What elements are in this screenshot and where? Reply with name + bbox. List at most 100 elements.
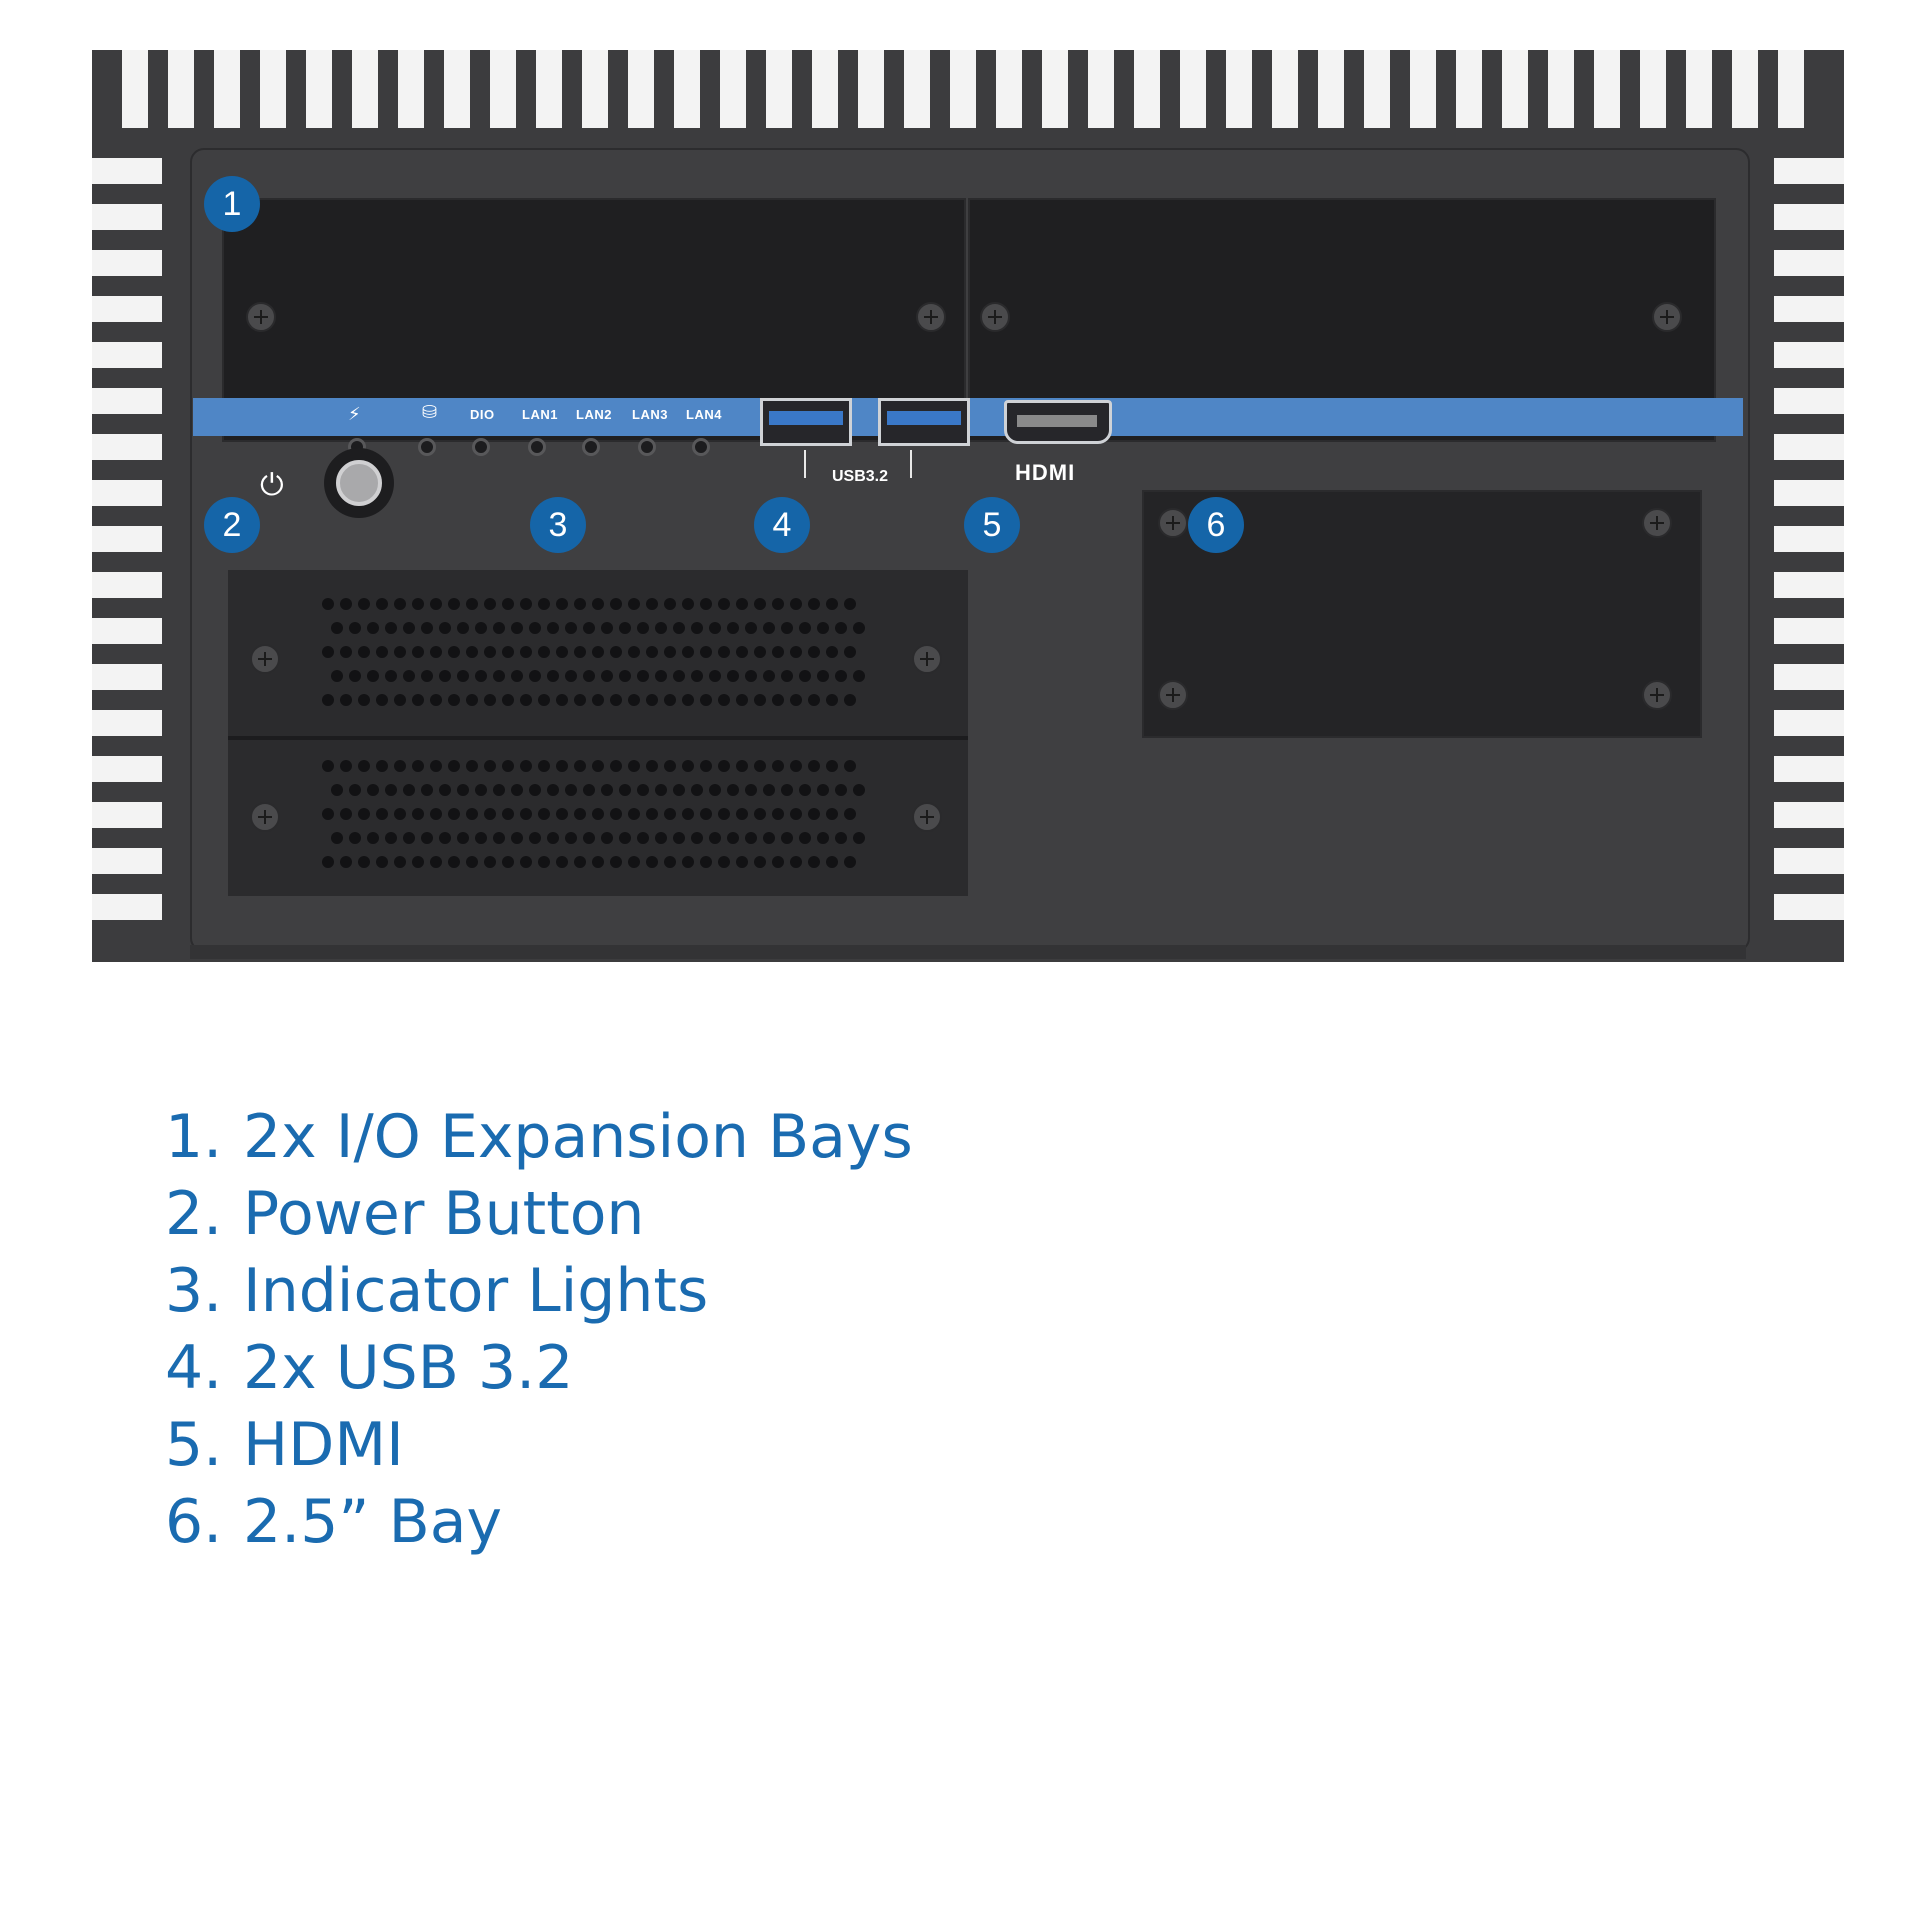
vent-hole xyxy=(430,646,442,658)
vent-hole xyxy=(790,646,802,658)
vent-hole xyxy=(790,694,802,706)
vent-hole xyxy=(466,760,478,772)
vent-hole xyxy=(835,622,847,634)
power-button xyxy=(336,460,382,506)
vent-hole xyxy=(655,622,667,634)
legend-number: 5. xyxy=(165,1409,223,1480)
vent-hole xyxy=(520,856,532,868)
vent-hole xyxy=(466,694,478,706)
vent-hole xyxy=(412,808,424,820)
vent-hole xyxy=(844,646,856,658)
vent-hole xyxy=(718,598,730,610)
vent-hole xyxy=(799,784,811,796)
vent-hole xyxy=(709,832,721,844)
vent-hole xyxy=(709,622,721,634)
vent-hole xyxy=(475,670,487,682)
heatsink-fin xyxy=(766,50,792,128)
vent-hole xyxy=(574,760,586,772)
vent-hole xyxy=(646,856,658,868)
heatsink-fin xyxy=(1456,50,1482,128)
vent-hole xyxy=(340,646,352,658)
vent-hole xyxy=(574,694,586,706)
heatsink-fin xyxy=(92,204,162,230)
vent-hole xyxy=(637,832,649,844)
heatsink-fin xyxy=(1778,50,1804,128)
usb-bracket xyxy=(910,450,912,478)
callout-badge-2: 2 xyxy=(204,497,260,553)
legend-item: 1. 2x I/O Expansion Bays xyxy=(165,1098,913,1175)
vent-hole xyxy=(556,694,568,706)
heatsink-fin xyxy=(1134,50,1160,128)
vent-hole xyxy=(538,694,550,706)
vent-hole xyxy=(727,670,739,682)
vent-hole xyxy=(592,694,604,706)
vent-hole xyxy=(718,646,730,658)
vent-hole xyxy=(502,694,514,706)
heatsink-fin xyxy=(444,50,470,128)
heatsink-fin xyxy=(306,50,332,128)
heatsink-fin xyxy=(490,50,516,128)
vent-hole xyxy=(691,622,703,634)
vent-hole xyxy=(430,598,442,610)
vent-hole xyxy=(340,856,352,868)
vent-hole xyxy=(538,760,550,772)
vent-hole xyxy=(358,808,370,820)
legend-text: HDMI xyxy=(243,1409,404,1480)
indicator-light-lan3 xyxy=(638,438,656,456)
vent-hole xyxy=(853,670,865,682)
vent-hole xyxy=(844,808,856,820)
vent-hole xyxy=(817,622,829,634)
heatsink-fin xyxy=(92,664,162,690)
screw-icon xyxy=(1652,302,1682,332)
callout-badge-6: 6 xyxy=(1188,497,1244,553)
vent-hole xyxy=(754,808,766,820)
vent-hole xyxy=(772,598,784,610)
vent-hole xyxy=(646,598,658,610)
legend-text: 2x I/O Expansion Bays xyxy=(243,1101,913,1172)
vent-hole xyxy=(709,784,721,796)
vent-hole xyxy=(538,808,550,820)
vent-hole xyxy=(601,670,613,682)
vent-hole xyxy=(601,832,613,844)
vent-hole xyxy=(376,760,388,772)
vent-hole xyxy=(763,670,775,682)
vent-hole xyxy=(826,856,838,868)
vent-hole xyxy=(340,598,352,610)
vent-hole xyxy=(367,670,379,682)
vent-hole xyxy=(547,784,559,796)
feature-legend: 1. 2x I/O Expansion Bays 2. Power Button… xyxy=(165,1098,913,1560)
vent-hole xyxy=(475,832,487,844)
vent-hole xyxy=(529,622,541,634)
vent-hole xyxy=(826,646,838,658)
vent-hole xyxy=(547,832,559,844)
vent-hole xyxy=(646,694,658,706)
heatsink-fin xyxy=(92,848,162,874)
vent-hole xyxy=(322,598,334,610)
vent-hole xyxy=(664,694,676,706)
legend-text: 2x USB 3.2 xyxy=(243,1332,574,1403)
vent-hole xyxy=(727,784,739,796)
vent-hole xyxy=(628,856,640,868)
indicator-light-dio xyxy=(472,438,490,456)
vent-hole xyxy=(367,784,379,796)
vent-hole xyxy=(709,670,721,682)
power-led-icon: ⚡ xyxy=(348,404,361,425)
heatsink-fin xyxy=(1774,664,1844,690)
vent-hole xyxy=(628,694,640,706)
vent-hole xyxy=(331,670,343,682)
vent-hole xyxy=(745,784,757,796)
heatsink-fin xyxy=(92,710,162,736)
vent-hole xyxy=(565,670,577,682)
vent-hole xyxy=(556,856,568,868)
vent-hole xyxy=(808,808,820,820)
vent-hole xyxy=(448,598,460,610)
vent-hole xyxy=(403,622,415,634)
hdmi-label: HDMI xyxy=(1015,460,1076,485)
heatsink-fin xyxy=(1774,480,1844,506)
vent-holes-top xyxy=(322,598,865,728)
vent-hole xyxy=(466,646,478,658)
vent-hole xyxy=(340,760,352,772)
vent-hole xyxy=(574,856,586,868)
vent-hole xyxy=(556,760,568,772)
vent-hole xyxy=(745,670,757,682)
